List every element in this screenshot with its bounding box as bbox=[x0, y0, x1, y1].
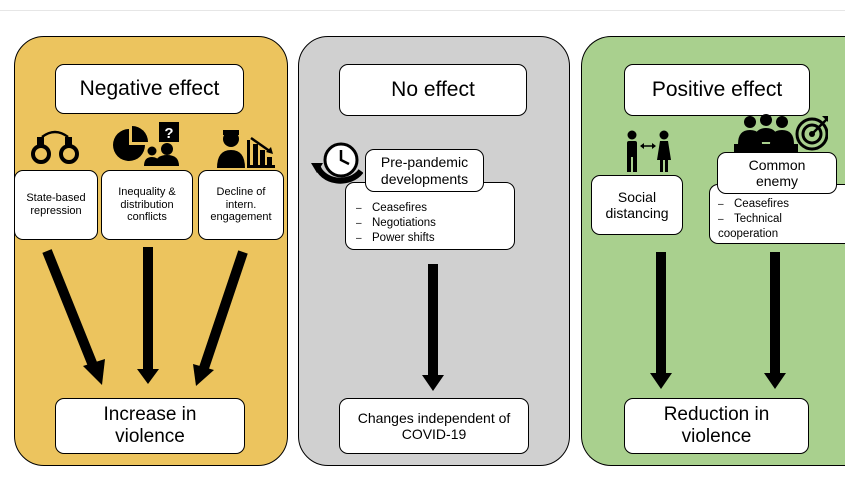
pie-chart-question-icon: ? bbox=[113, 122, 179, 166]
people-distance-icon bbox=[627, 130, 671, 172]
positive-effect-title: Positive effect bbox=[624, 64, 810, 116]
cause-state-repression: State-based repression bbox=[14, 170, 98, 240]
no-effect-list: Ceasefires Negotiations Power shifts bbox=[356, 201, 436, 246]
no-effect-details-box: Ceasefires Negotiations Power shifts bbox=[345, 182, 515, 250]
cause-intern-engagement: Decline of intern. engagement bbox=[198, 170, 284, 240]
group-target-icon bbox=[734, 114, 828, 154]
no-effect-title: No effect bbox=[339, 64, 527, 116]
clock-cycle-icon bbox=[311, 142, 363, 184]
handcuffs-icon bbox=[31, 130, 79, 164]
list-item: Negotiations bbox=[356, 216, 436, 231]
outcome-reduction-violence: Reduction in violence bbox=[624, 398, 809, 454]
top-rule bbox=[0, 10, 845, 11]
outcome-increase-violence: Increase in violence bbox=[55, 398, 245, 454]
enemy-details-box: Ceasefires Technical cooperation bbox=[709, 184, 845, 244]
cause-pre-pandemic: Pre-pandemic developments bbox=[365, 149, 484, 192]
list-item: Technical cooperation bbox=[718, 212, 845, 241]
outcome-independent-changes: Changes independent of COVID-19 bbox=[339, 398, 529, 454]
svg-text:?: ? bbox=[164, 125, 173, 142]
negative-effect-title: Negative effect bbox=[55, 64, 244, 114]
cause-inequality: Inequality & distribution conflicts bbox=[101, 170, 193, 240]
list-item: Ceasefires bbox=[356, 201, 436, 216]
list-item: Ceasefires bbox=[718, 197, 845, 212]
enemy-list: Ceasefires Technical cooperation bbox=[718, 197, 845, 241]
cause-social-distancing: Social distancing bbox=[591, 175, 683, 235]
person-declining-chart-icon bbox=[217, 130, 275, 168]
list-item: Power shifts bbox=[356, 231, 436, 246]
cause-common-enemy: Common enemy bbox=[717, 152, 837, 194]
